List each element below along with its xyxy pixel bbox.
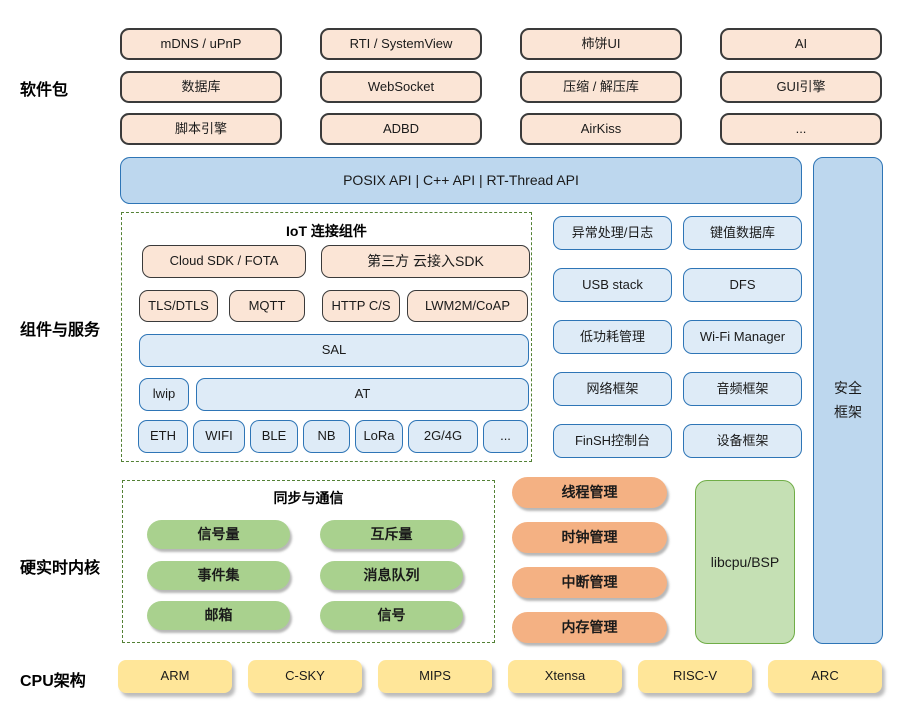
pill-memory-mgmt: 内存管理	[512, 612, 667, 643]
pkg-mdns-upnp: mDNS / uPnP	[120, 28, 282, 60]
pill-mutex: 互斥量	[320, 520, 463, 549]
svc-network-framework: 网络框架	[553, 372, 672, 406]
svc-dfs: DFS	[683, 268, 802, 302]
box-lwip: lwip	[139, 378, 189, 411]
box-mqtt: MQTT	[229, 290, 305, 322]
iot-components-group	[121, 212, 532, 462]
label-cpu-arch: CPU架构	[20, 673, 86, 690]
pill-message-queue: 消息队列	[320, 561, 463, 590]
box-http-cs: HTTP C/S	[322, 290, 400, 322]
box-tls-dtls: TLS/DTLS	[139, 290, 218, 322]
svc-exception-log: 异常处理/日志	[553, 216, 672, 250]
pill-signal: 信号	[320, 601, 463, 630]
label-software-packages: 软件包	[20, 82, 69, 99]
box-at: AT	[196, 378, 529, 411]
label-components-services: 组件与服务	[20, 322, 101, 339]
box-sal: SAL	[139, 334, 529, 367]
svc-wifi-manager: Wi-Fi Manager	[683, 320, 802, 354]
pill-interrupt-mgmt: 中断管理	[512, 567, 667, 598]
box-third-party-cloud-sdk: 第三方 云接入SDK	[321, 245, 530, 278]
kernel-sync-group	[122, 480, 495, 643]
cpu-xtensa: Xtensa	[508, 660, 622, 693]
security-framework-bar: 安全 框架	[813, 157, 883, 644]
pkg-rti-systemview: RTI / SystemView	[320, 28, 482, 60]
pkg-compression: 压缩 / 解压库	[520, 71, 682, 103]
pkg-script-engine: 脚本引擎	[120, 113, 282, 145]
link-more: ...	[483, 420, 528, 453]
svc-kv-database: 键值数据库	[683, 216, 802, 250]
label-kernel: 硬实时内核	[20, 560, 101, 577]
cpu-riscv: RISC-V	[638, 660, 752, 693]
box-libcpu-bsp: libcpu/BSP	[695, 480, 795, 644]
svc-usb-stack: USB stack	[553, 268, 672, 302]
svc-device-framework: 设备框架	[683, 424, 802, 458]
pkg-airkiss: AirKiss	[520, 113, 682, 145]
pkg-more: ...	[720, 113, 882, 145]
pkg-database: 数据库	[120, 71, 282, 103]
pill-semaphore: 信号量	[147, 520, 290, 549]
pkg-persimmon-ui: 柿饼UI	[520, 28, 682, 60]
svc-low-power: 低功耗管理	[553, 320, 672, 354]
pkg-websocket: WebSocket	[320, 71, 482, 103]
pkg-adbd: ADBD	[320, 113, 482, 145]
cpu-arc: ARC	[768, 660, 882, 693]
pkg-ai: AI	[720, 28, 882, 60]
link-wifi: WIFI	[193, 420, 245, 453]
svc-audio-framework: 音频框架	[683, 372, 802, 406]
api-bar: POSIX API | C++ API | RT-Thread API	[120, 157, 802, 204]
cpu-arm: ARM	[118, 660, 232, 693]
pill-event-set: 事件集	[147, 561, 290, 590]
link-2g4g: 2G/4G	[408, 420, 478, 453]
link-nb: NB	[303, 420, 350, 453]
cpu-csky: C-SKY	[248, 660, 362, 693]
cpu-mips: MIPS	[378, 660, 492, 693]
box-cloud-sdk-fota: Cloud SDK / FOTA	[142, 245, 306, 278]
svc-finsh-console: FinSH控制台	[553, 424, 672, 458]
pill-mailbox: 邮箱	[147, 601, 290, 630]
link-eth: ETH	[138, 420, 188, 453]
link-lora: LoRa	[355, 420, 403, 453]
box-lwm2m-coap: LWM2M/CoAP	[407, 290, 528, 322]
pkg-gui-engine: GUI引擎	[720, 71, 882, 103]
iot-group-title: IoT 连接组件	[286, 223, 367, 239]
kernel-sync-title: 同步与通信	[273, 490, 344, 506]
pill-thread-mgmt: 线程管理	[512, 477, 667, 508]
pill-clock-mgmt: 时钟管理	[512, 522, 667, 553]
link-ble: BLE	[250, 420, 298, 453]
